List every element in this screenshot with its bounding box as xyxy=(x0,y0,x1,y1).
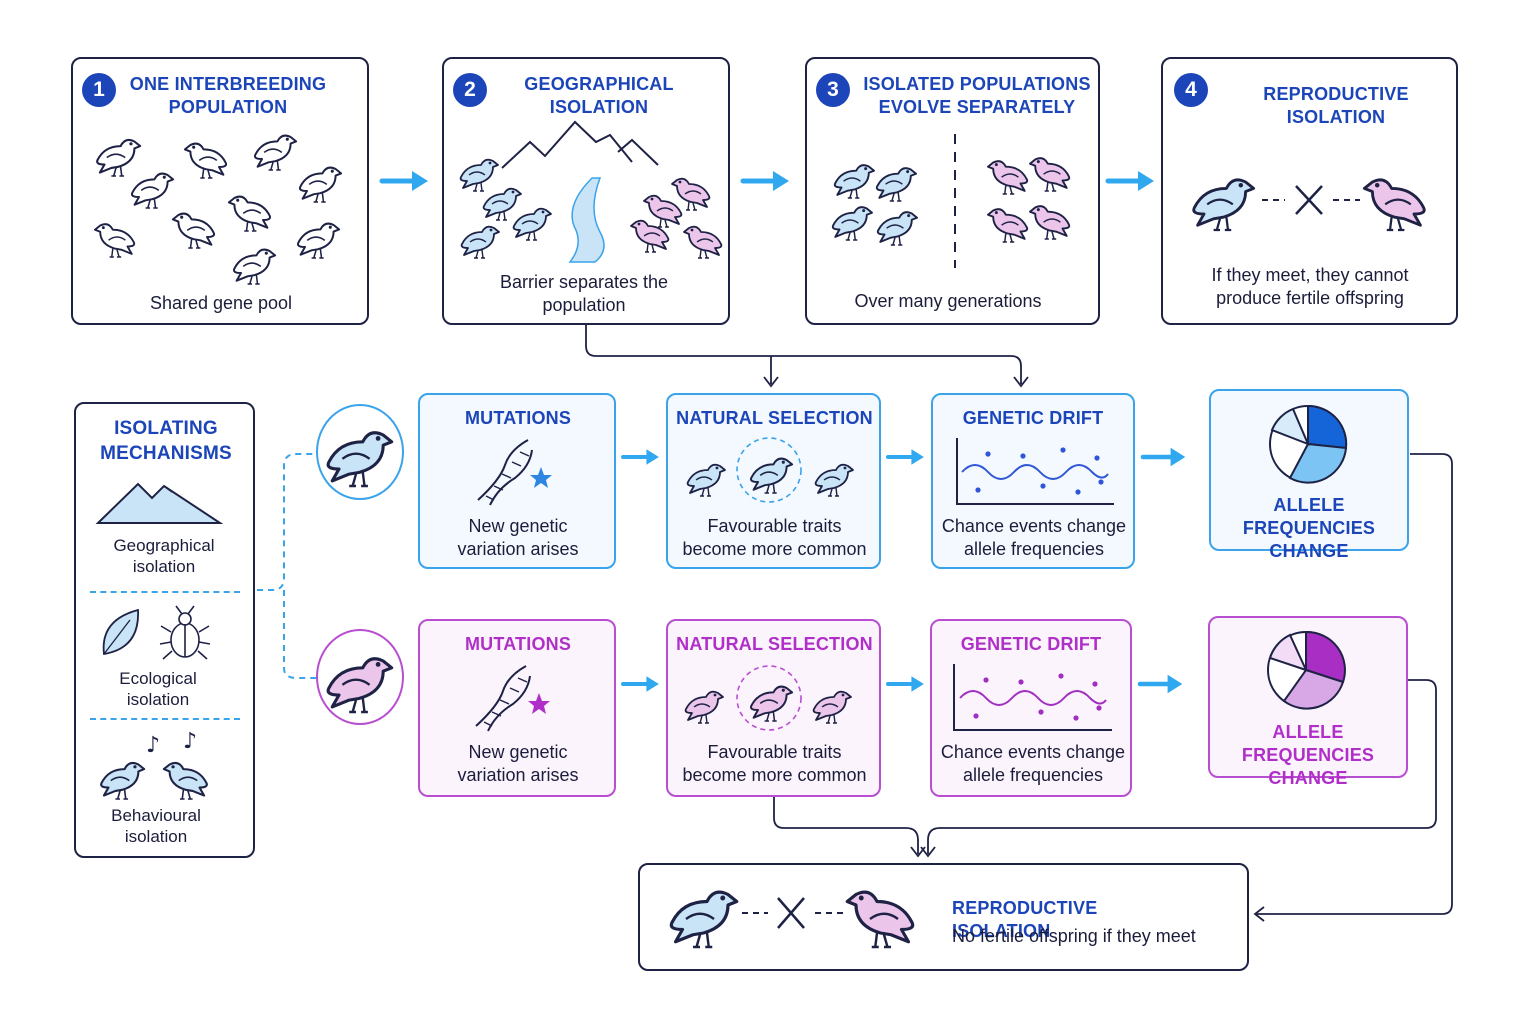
dna-icon xyxy=(475,665,531,732)
star-icon xyxy=(530,467,552,488)
step-title: One interbreeding population xyxy=(129,74,327,117)
no-interbreeding-icon xyxy=(669,890,915,949)
final-reproductive-isolation-box: Reproductive isolation No fertile offspr… xyxy=(638,863,1249,971)
step-title: Isolated populations evolve separately xyxy=(863,74,1091,117)
mutations-caption: New genetic variation arises xyxy=(457,742,579,785)
drift-graph-icon xyxy=(953,664,1112,731)
step-title: Reproductive isolation xyxy=(1263,84,1409,127)
step-3-box: 3 Isolated populations evolve separately… xyxy=(805,57,1100,325)
divider xyxy=(90,591,240,593)
drift-title: Genetic drift xyxy=(960,634,1102,654)
mountains-icon xyxy=(95,482,224,524)
arrow-icon xyxy=(621,674,661,694)
no-interbreeding-icon xyxy=(1192,178,1426,232)
connector-lines xyxy=(585,325,1029,388)
arrow-icon xyxy=(886,674,926,694)
mutations-caption: New genetic variation arises xyxy=(457,516,579,559)
purple-population-bird-icon xyxy=(326,657,394,714)
star-icon xyxy=(528,693,550,714)
selection-caption: Favourable traits become more common xyxy=(682,742,867,785)
mechanisms-title: Isolating mechanisms xyxy=(100,418,232,464)
final-title: Reproductive isolation xyxy=(952,898,1098,941)
selection-birds-icon xyxy=(686,437,854,503)
mutations-title: Mutations xyxy=(464,408,572,428)
purple-mutations-box: Mutations New genetic variation arises xyxy=(418,619,616,797)
arrow-icon xyxy=(743,171,789,191)
pie-chart-icon xyxy=(1269,404,1348,484)
bird-flock-icon xyxy=(94,134,343,285)
mechanism-bracket xyxy=(257,453,316,679)
arrow-icon xyxy=(382,171,428,191)
svg-text:♪: ♪ xyxy=(183,729,197,754)
step-number-badge: 2 xyxy=(453,73,487,107)
step-title: Geographical isolation xyxy=(524,74,674,117)
connector-lines xyxy=(773,453,1453,922)
final-caption: No fertile offspring if they meet xyxy=(952,926,1196,946)
step-caption: If they meet, they cannot produce fertil… xyxy=(1211,265,1409,308)
selection-title: Natural selection xyxy=(676,634,873,654)
selection-title: Natural selection xyxy=(676,408,873,428)
drift-title: Genetic drift xyxy=(962,408,1104,428)
arrow-icon xyxy=(1108,171,1154,191)
separated-populations-icon xyxy=(831,134,1071,268)
mountain-river-icon xyxy=(501,120,659,263)
mechanism-label-behavioural: Behavioural isolation xyxy=(111,806,201,846)
svg-text:♪: ♪ xyxy=(146,733,160,758)
purple-drift-box: Genetic drift Chance events change allel… xyxy=(930,619,1132,797)
step-caption: Shared gene pool xyxy=(149,293,293,313)
step-number-badge: 3 xyxy=(816,73,850,107)
step-caption: Over many generations xyxy=(854,291,1042,311)
step-caption: Barrier separates the population xyxy=(499,272,669,315)
arrow-icon xyxy=(621,447,661,467)
blue-mutations-box: Mutations New genetic variation arises xyxy=(418,393,616,569)
allele-result-title: Allele frequencies change xyxy=(1241,722,1375,788)
arrow-icon xyxy=(886,447,926,467)
mechanism-label-ecological: Ecological isolation xyxy=(119,669,197,709)
step-2-box: 2 Geographical isolation Barrier separat… xyxy=(442,57,730,325)
pie-chart-icon xyxy=(1267,630,1346,710)
dna-icon xyxy=(477,439,533,506)
drift-caption: Chance events change allele frequencies xyxy=(940,742,1126,785)
arrow-icon xyxy=(1143,448,1185,466)
singing-birds-icon: ♪ ♪ xyxy=(100,729,208,801)
selection-birds-icon xyxy=(684,665,852,731)
step-number-badge: 1 xyxy=(82,73,116,107)
step-number-badge: 4 xyxy=(1174,73,1208,107)
drift-caption: Chance events change allele frequencies xyxy=(941,516,1127,559)
allele-result-title: Allele frequencies change xyxy=(1242,495,1376,561)
beetle-icon xyxy=(159,605,211,660)
arrow-icon xyxy=(1140,675,1182,693)
drift-graph-icon xyxy=(956,438,1114,505)
blue-population-bird-icon xyxy=(326,431,394,488)
leaf-icon xyxy=(102,608,139,656)
divider xyxy=(90,718,240,720)
mutations-title: Mutations xyxy=(464,634,572,654)
selection-caption: Favourable traits become more common xyxy=(682,516,867,559)
mechanism-label-geographical: Geographical isolation xyxy=(113,536,215,576)
